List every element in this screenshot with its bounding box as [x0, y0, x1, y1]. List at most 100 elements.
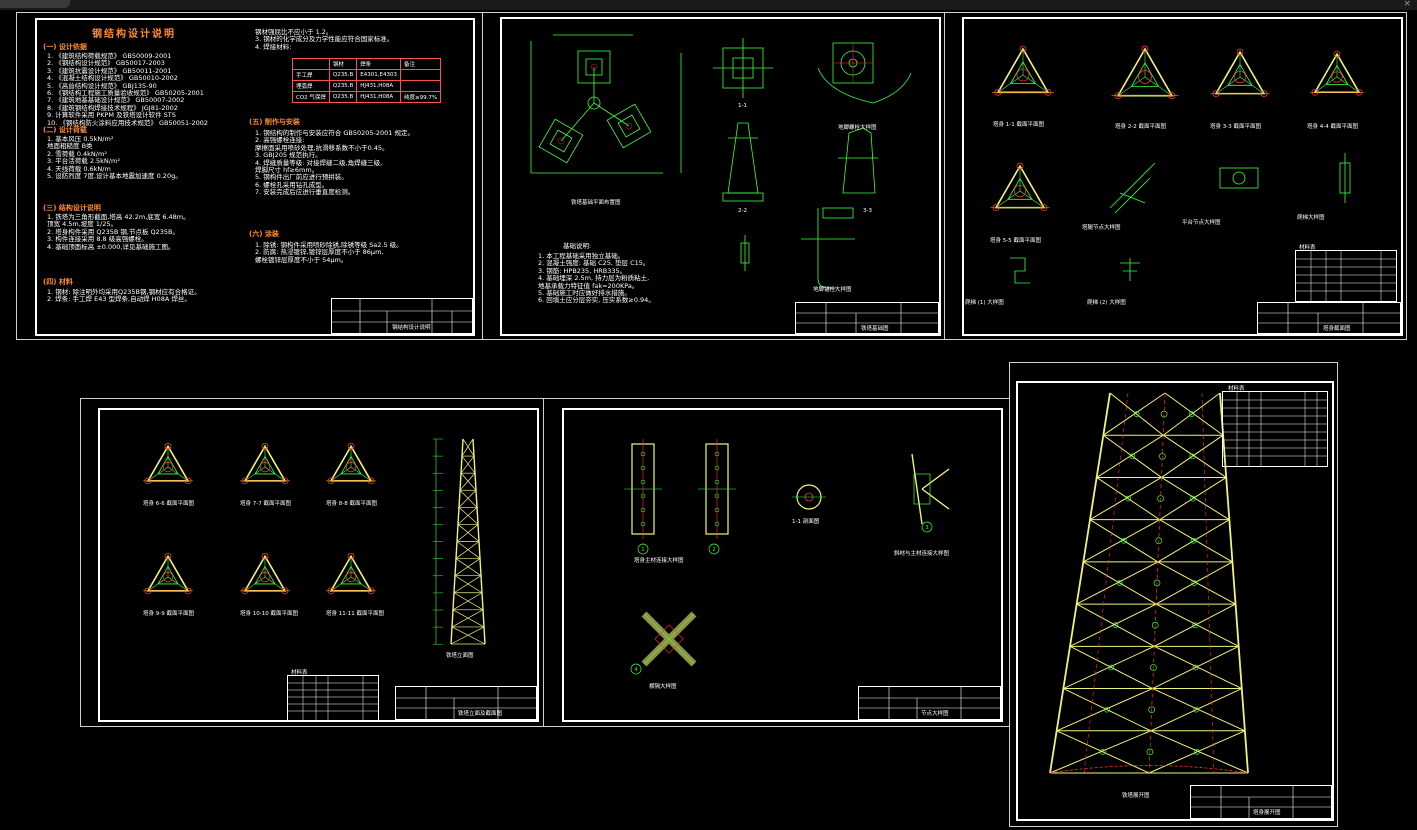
- table-header: 钢材: [328, 58, 358, 70]
- tower-elevation: [433, 438, 486, 645]
- table-heading: 材料表: [291, 670, 308, 676]
- title-block-name: 塔身截面图: [1323, 326, 1351, 332]
- tower-section-plan: [1309, 50, 1365, 96]
- sheet-development[interactable]: 铁塔展开图 材料表 塔身展开图: [1009, 362, 1338, 827]
- sheet-elevation[interactable]: 塔身 6-6 截面平面图塔身 7-7 截面平面图塔身 8-8 截面平面图塔身 9…: [80, 398, 544, 727]
- note-line: 2. 塔身构件采用 Q235B 钢,节点板 Q235B。: [47, 227, 179, 236]
- drawing-label: 爬梯 (1) 大样图: [965, 300, 1004, 306]
- drawing-label: 1-1: [738, 103, 747, 109]
- title-block: 节点大样图: [858, 686, 1001, 720]
- detail-marker: 1: [641, 547, 644, 553]
- note-line: 3. 平台活荷载 2.5kN/m²: [47, 157, 120, 166]
- detail-marker: 3: [925, 525, 928, 531]
- title-block: 塔身展开图: [1190, 785, 1332, 819]
- note-line: 8. 《建筑钢结构焊接技术规程》 JGJ81-2002: [47, 103, 178, 112]
- drawing-label: 3-3: [863, 208, 872, 214]
- tower-section-plan: [143, 442, 193, 485]
- drawing-label: 横隔大样图: [649, 684, 677, 690]
- drawing-label: 塔身 5-5 截面平面图: [990, 238, 1041, 244]
- drawing-tab[interactable]: [0, 0, 70, 8]
- table-cell: 纯度≥99.7%: [399, 91, 442, 103]
- note-line: 3. 构件连接采用 8.8 级高强螺栓。: [47, 235, 148, 244]
- drawing-label: 爬梯大样图: [1297, 215, 1325, 221]
- note-line: 4. 《混凝土结构设计规范》 GB50010-2002: [47, 74, 178, 83]
- title-block: 铁塔立面及截面图: [395, 686, 537, 720]
- section-drawings: [990, 45, 1365, 284]
- drawing-label: 爬梯 (2) 大样图: [1087, 300, 1126, 306]
- drawing-label: 塔腿节点大样图: [1082, 225, 1121, 231]
- tower-section-plan: [326, 442, 376, 485]
- title-block: 钢结构设计说明: [331, 298, 473, 334]
- drawing-label: 塔身 3-3 截面平面图: [1210, 124, 1261, 130]
- detail-marker: 2: [712, 547, 715, 553]
- drawing-label: 塔身主材连接大样图: [634, 558, 684, 564]
- sheet-foundation[interactable]: 铁塔基础平面布置图 1-1 2-2 3-3 地脚螺栓大样图 地脚锚栓大样图 基础…: [482, 12, 945, 340]
- note-line: 4. 基础埋深 2.5m, 持力层为粉质粘土,: [538, 274, 650, 283]
- title-block-name: 钢结构设计说明: [392, 325, 431, 331]
- section-heading: (二) 设计荷载: [43, 126, 87, 134]
- tower-section-plan: [143, 552, 193, 595]
- window-top-bar: ×: [0, 0, 1417, 10]
- close-icon[interactable]: ×: [1403, 0, 1411, 9]
- section-heading: (一) 设计依据: [43, 43, 87, 51]
- note-line: 5. 钢构件出厂前应进行预拼装。: [255, 173, 348, 182]
- sheet-frame: [35, 18, 475, 336]
- title-block: 铁塔基础图: [795, 302, 939, 334]
- table-cell: Q235.B: [328, 91, 358, 103]
- note-line: 6. 螺栓孔采用钻孔成型。: [255, 180, 329, 189]
- sheet-sections[interactable]: 塔身 1-1 截面平面图塔身 2-2 截面平面图塔身 3-3 截面平面图塔身 4…: [944, 12, 1407, 340]
- note-line: 4. 焊接材料:: [255, 42, 292, 51]
- sheet-design-notes[interactable]: 钢结构设计说明 (一) 设计依据 1. 《建筑结构荷载规范》 GB50009-2…: [16, 12, 483, 340]
- note-line: 2. 混凝土强度: 基础 C25, 垫层 C15。: [538, 259, 650, 268]
- table-cell: [399, 69, 442, 81]
- drawing-label: 铁塔展开图: [1122, 793, 1150, 799]
- tower-section-plan: [990, 162, 1050, 212]
- note-line: 2. 高强螺栓连接:: [255, 136, 305, 145]
- table-cell: Q235.B: [328, 69, 358, 81]
- note-line: 1. 钢结构的制作与安装应符合 GB50205-2001 规定。: [255, 129, 414, 137]
- table-cell: HJ431,H08A: [356, 80, 401, 92]
- foundation-drawing: [530, 34, 912, 289]
- drawing-label: 塔身 1-1 截面平面图: [993, 122, 1044, 128]
- note-line: 10. 《钢结构防火涂料应用技术规范》 GB50051-2002: [47, 118, 209, 127]
- note-line: 9. 计算软件采用 PKPM 及铁塔设计软件 STS: [47, 111, 176, 120]
- note-line: 地基承载力特征值 fak=200KPa。: [538, 281, 639, 290]
- title-block: 塔身截面图: [1257, 302, 1401, 334]
- table-cell: [399, 80, 442, 92]
- table-heading: 材料表: [1228, 386, 1245, 392]
- note-line: 1. 《建筑结构荷载规范》 GB50009-2001: [47, 52, 172, 60]
- material-table: [1295, 250, 1397, 302]
- drawing-label: 地脚锚栓大样图: [813, 287, 852, 293]
- drawing-label: 2-2: [738, 208, 747, 214]
- note-line: 1. 除锈: 钢构件采用喷砂除锈,除锈等级 Sa2.5 级。: [255, 241, 403, 249]
- note-line: 3. 《建筑抗震设计规范》 GB50011-2001: [47, 66, 172, 75]
- tower-section-plan: [1210, 48, 1270, 98]
- sheet-title: 钢结构设计说明: [92, 29, 176, 40]
- sheet-frame: [1016, 381, 1334, 821]
- note-line: 1. 钢材: 除注明外均采用Q235B钢,钢材应有合格证。: [47, 288, 201, 296]
- drawing-label: 塔身 4-4 截面平面图: [1307, 124, 1358, 130]
- tower-development: [1049, 392, 1249, 774]
- table-cell: 埋弧焊: [292, 80, 330, 92]
- notes-heading: 基础说明:: [563, 242, 592, 250]
- drawing-label: 地脚螺栓大样图: [838, 125, 877, 131]
- note-line: 焊脚尺寸 hf≥6mm。: [255, 166, 319, 174]
- tower-section-plan: [240, 552, 290, 595]
- connection-details: [624, 439, 950, 675]
- table-cell: Q235.B: [328, 80, 358, 92]
- note-line: 4. 天线荷载 0.6kN/m: [47, 164, 111, 173]
- drawing-label: 1-1 剖面图: [792, 519, 820, 525]
- note-line: 3. 钢筋: HPB235, HRB335。: [538, 266, 627, 275]
- table-cell: E4301,E4303: [356, 69, 401, 81]
- section-heading: (五) 制作与安装: [249, 118, 300, 126]
- note-line: 顶宽 4.5m,坡度 1/25。: [47, 220, 117, 229]
- drawing-label: 斜材与主材连接大样图: [894, 551, 950, 557]
- drawing-label: 平台节点大样图: [1182, 220, 1221, 226]
- table-cell: HJ431,H08A: [356, 91, 401, 103]
- tower-section-plan: [992, 45, 1054, 96]
- title-block-name: 铁塔立面及截面图: [458, 711, 503, 717]
- drawing-label: 塔身 11-11 截面平面图: [326, 611, 384, 617]
